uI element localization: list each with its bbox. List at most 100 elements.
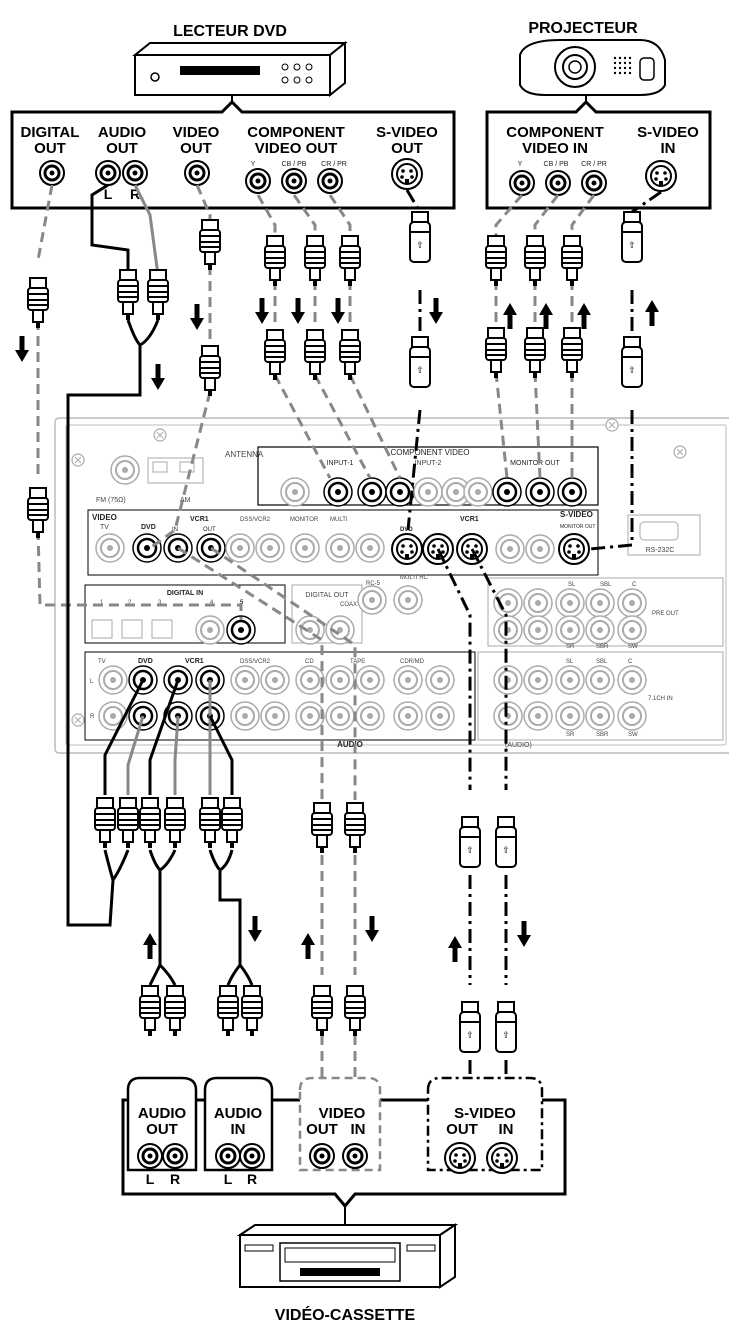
svg-text:DVD: DVD	[400, 527, 413, 533]
svg-text:OUT: OUT	[146, 1121, 178, 1138]
proj-comp-cr-arrow	[577, 303, 591, 329]
svg-text:MONITOR OUT: MONITOR OUT	[560, 524, 595, 530]
vcr-audio-out-l: L	[146, 1171, 155, 1187]
svg-text:L: L	[90, 679, 94, 685]
vcr-audio-in-label: AUDIO IN	[214, 1105, 263, 1138]
digital-coax-plug-bottom	[27, 487, 49, 539]
vcr-audio-in-r: R	[247, 1171, 257, 1187]
svg-text:OUT: OUT	[391, 140, 423, 157]
vcr-svideo-out-jack	[444, 1142, 476, 1174]
digital-flow-arrow	[15, 336, 29, 362]
svg-text:RS-232C: RS-232C	[646, 547, 675, 554]
svg-text:DVD: DVD	[138, 658, 153, 665]
dvd-comp-cb-plug-bottom	[304, 329, 326, 381]
svg-text:IN: IN	[172, 527, 178, 533]
projector-component-in-label: COMPONENT VIDEO IN	[506, 124, 604, 157]
comp-cb-arrow	[291, 298, 305, 324]
svg-text:VCR1: VCR1	[460, 516, 479, 523]
dvd-video-out-jack	[183, 159, 211, 187]
proj-svideo-in-jack	[645, 160, 677, 192]
proj-comp-y-arrow	[503, 303, 517, 329]
svg-text:DSS/VCR2: DSS/VCR2	[240, 659, 271, 665]
svg-text:OUT: OUT	[446, 1121, 478, 1138]
vcr-audio-out-r: R	[170, 1171, 180, 1187]
svg-text:2: 2	[128, 600, 132, 606]
rx-vcr-out-r-plug	[199, 797, 221, 849]
svg-text:COMPONENT: COMPONENT	[506, 124, 604, 141]
dvd-component-out-label: COMPONENT VIDEO OUT	[247, 124, 345, 157]
dvd-player-title: LECTEUR DVD	[173, 23, 287, 40]
projector-icon	[519, 39, 666, 96]
dvd-svideo-out-label: S-VIDEO OUT	[376, 124, 438, 157]
vcr-video-in-plug	[344, 985, 366, 1037]
dvd-digital-out-label: DIGITAL OUT	[21, 124, 80, 157]
proj-comp-cb-plug-bottom	[524, 327, 546, 379]
svg-text:MULTI: MULTI	[330, 517, 348, 523]
dvd-comp-y-label: Y	[251, 161, 256, 168]
dvd-audio-l-label: L	[104, 186, 113, 202]
svg-text:SR: SR	[566, 644, 575, 650]
svg-text:VCR1: VCR1	[185, 658, 204, 665]
svg-text:VCR1: VCR1	[190, 516, 209, 523]
dvd-audio-r-label: R	[130, 186, 140, 202]
dvd-audio-l-plug	[117, 269, 139, 321]
svg-text:OUT: OUT	[203, 527, 216, 533]
dvd-svideo-plug-bottom	[409, 336, 431, 388]
dvd-svideo-out-jack	[391, 158, 423, 190]
dvd-comp-cb-jack	[280, 167, 308, 195]
dvd-audio-out-label: AUDIO OUT	[98, 124, 147, 157]
vcr-audio-in-r-jack	[238, 1142, 266, 1170]
svg-text:COAX: COAX	[340, 602, 357, 608]
rx-vcr-in-r-plug	[164, 797, 186, 849]
svideo-dvd-arrow	[429, 298, 443, 324]
proj-comp-cr-jack	[580, 169, 608, 197]
vcr-audio-out-label: AUDIO OUT	[138, 1105, 187, 1138]
vcr-audio-out-l-plug	[139, 985, 161, 1037]
proj-comp-cb-plug-top	[524, 235, 546, 287]
dvd-video-out-label: VIDEO OUT	[173, 124, 220, 157]
vcr-audio-out-r-jack	[161, 1142, 189, 1170]
projector-svideo-in-label: S-VIDEO IN	[637, 124, 699, 157]
proj-svideo-plug-top	[621, 211, 643, 263]
proj-comp-cb-label: CB / PB	[544, 161, 569, 168]
vcr-title: VIDÉO-CASSETTE	[275, 1305, 416, 1324]
svg-text:OUT: OUT	[306, 1121, 338, 1138]
svg-text:OUT: OUT	[180, 140, 212, 157]
dvd-comp-cr-plug-top	[339, 235, 361, 287]
dvd-video-plug-bottom	[199, 345, 221, 397]
proj-comp-y-plug-bottom	[485, 327, 507, 379]
proj-comp-y-label: Y	[518, 161, 523, 168]
svg-text:C: C	[628, 659, 633, 665]
dvd-svideo-plug-top	[409, 211, 431, 263]
vcr-svideo-in-arrow	[517, 921, 531, 947]
svg-text:DIGITAL: DIGITAL	[21, 124, 80, 141]
svg-text:SW: SW	[628, 644, 638, 650]
vcr-audio-out-l-jack	[136, 1142, 164, 1170]
svg-text:SW: SW	[628, 732, 638, 738]
svg-text:INPUT-1: INPUT-1	[327, 460, 354, 467]
vcr-video-out-arrow	[301, 933, 315, 959]
svg-text:COMPONENT VIDEO: COMPONENT VIDEO	[391, 448, 470, 457]
svg-text:VIDEO IN: VIDEO IN	[522, 140, 588, 157]
digital-coax-cable	[36, 184, 243, 620]
rx-vcr-in-l-plug	[139, 797, 161, 849]
vcr1-svideo-out-plug-top	[495, 816, 517, 868]
svg-text:MULTI RC: MULTI RC	[400, 575, 429, 581]
svg-text:TAPE: TAPE	[350, 659, 365, 665]
svg-text:VIDEO: VIDEO	[319, 1105, 366, 1122]
vcr-video-in-jack	[341, 1142, 369, 1170]
svg-text:SL: SL	[566, 659, 574, 665]
vcr-svideo-in-jack	[486, 1142, 518, 1174]
svg-text:TV: TV	[100, 524, 109, 531]
svg-text:IN: IN	[661, 140, 676, 157]
vcr-audio-in-l-plug	[217, 985, 239, 1037]
dvd-rear-panel	[10, 99, 456, 210]
svg-text:SR: SR	[566, 732, 575, 738]
comp-y-arrow	[255, 298, 269, 324]
receiver-rear-panel: ANTENNA FM (75Ω) AM COMPONENT VIDEO INPU…	[54, 417, 729, 754]
svg-text:OUT: OUT	[34, 140, 66, 157]
proj-comp-cr-plug-top	[561, 235, 583, 287]
dvd-comp-cr-label: CR / PR	[321, 161, 347, 168]
dvd-comp-y-plug-bottom	[264, 329, 286, 381]
